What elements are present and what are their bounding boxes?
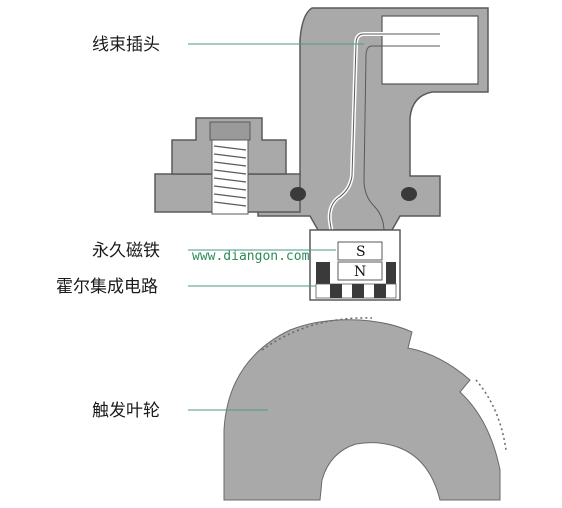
watermark-text: www.diangon.com (192, 249, 310, 264)
trigger-wheel-rim-right (475, 379, 507, 451)
magnet-north-label: N (354, 264, 366, 280)
label-magnet: 永久磁铁 (92, 241, 160, 261)
bolt-nut (209, 121, 251, 141)
hall-ic-stripes (315, 262, 397, 299)
o-ring-right (401, 187, 417, 201)
bolt-thread-shaft (211, 139, 249, 215)
bolt-thread-coil (213, 145, 247, 207)
internal-wire-2 (363, 45, 440, 301)
internal-wire-outline (329, 33, 440, 247)
label-trigger-wheel: 触发叶轮 (92, 401, 160, 421)
o-ring-left (290, 187, 306, 201)
label-connector: 线束插头 (92, 35, 160, 55)
trigger-wheel (223, 319, 501, 501)
magnet-south-label: S (356, 244, 366, 260)
connector-socket (381, 15, 479, 85)
magnet-north-block (337, 261, 383, 281)
label-hall-ic: 霍尔集成电路 (56, 277, 158, 297)
magnet-south-block (337, 241, 383, 261)
